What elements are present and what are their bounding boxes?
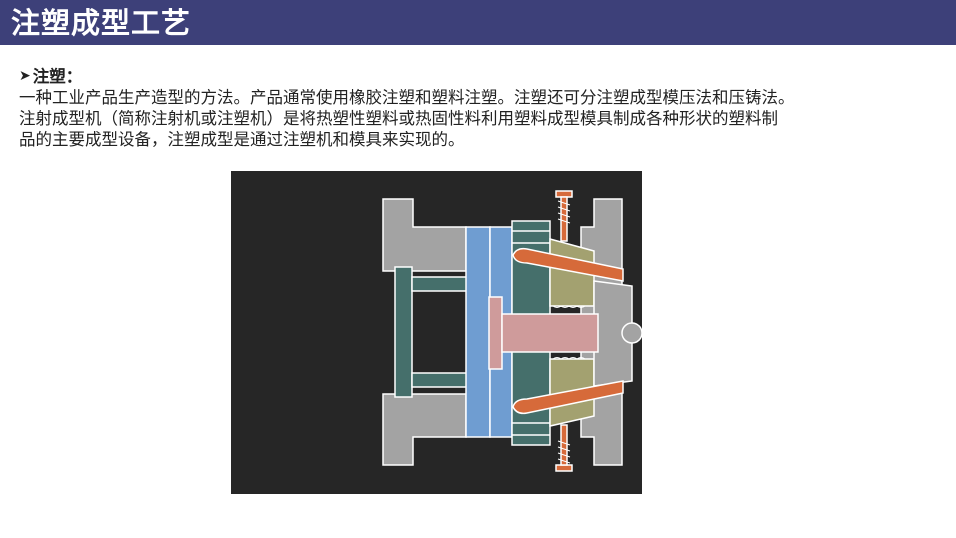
left-platen-bottom — [382, 393, 467, 466]
ejector-plate — [394, 266, 413, 398]
nozzle-tip — [621, 322, 642, 344]
paragraph-line-1: 一种工业产品生产造型的方法。产品通常使用橡胶注塑和塑料注塑。注塑还可分注塑成型模… — [19, 88, 795, 107]
content-block: ➤ 注塑： 一种工业产品生产造型的方法。产品通常使用橡胶注塑和塑料注塑。注塑还可… — [19, 66, 919, 150]
spring-rod-top — [560, 196, 568, 242]
section-heading: ➤ 注塑： — [19, 66, 919, 87]
paragraph-line-2: 注射成型机（简称注射机或注塑机）是将热塑性塑料或热固性料利用塑料成型模具制成各种… — [19, 109, 778, 128]
slide-title: 注塑成型工艺 — [11, 6, 192, 40]
thread-bottom — [552, 357, 586, 360]
spring-cap-bottom — [555, 464, 573, 472]
angled-pin-top — [512, 247, 624, 282]
title-bar: 注塑成型工艺 — [0, 0, 956, 45]
injection-mold-diagram — [231, 171, 642, 494]
thread-top — [552, 305, 586, 308]
molded-part-body — [501, 313, 599, 353]
angled-pin-bottom — [512, 380, 624, 415]
spring-cap-top — [555, 190, 573, 198]
molded-part-flange — [488, 296, 503, 370]
arrow-bullet-icon: ➤ — [19, 68, 31, 84]
section-heading-text: 注塑： — [32, 67, 83, 86]
paragraph-line-3: 品的主要成型设备，注塑成型是通过注塑机和模具来实现的。 — [19, 130, 465, 149]
spring-rod-bottom — [560, 424, 568, 466]
spring-coils-bottom — [557, 440, 571, 464]
mold-plate-left — [465, 226, 491, 438]
mold-diagram-svg — [231, 171, 642, 494]
spring-coils-top — [557, 200, 571, 224]
